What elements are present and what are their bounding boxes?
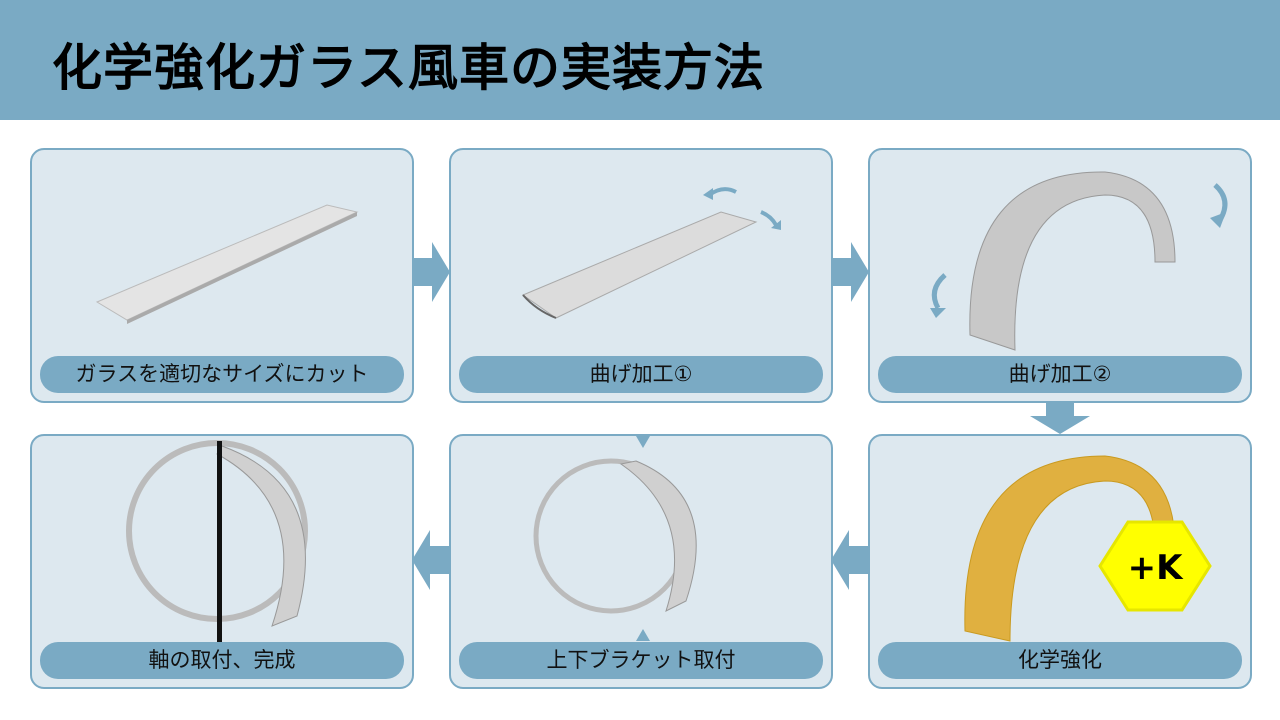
rotate-arrow-icon [931, 273, 947, 310]
step-attach-brackets: 上下ブラケット取付 [449, 434, 833, 689]
right-arrow-icon [831, 242, 869, 302]
step-chemical-strengthening: +K 化学強化 [868, 434, 1252, 689]
down-arrow-icon [1030, 402, 1090, 434]
right-arrow-icon [412, 242, 450, 302]
step-attach-shaft: 軸の取付、完成 [30, 434, 414, 689]
slightly-bent-glass-image [521, 187, 781, 319]
up-arrow-icon [636, 629, 650, 641]
step-cut-glass: ガラスを適切なサイズにカット [30, 148, 414, 403]
flat-glass-image [95, 204, 359, 324]
header-bar: 化学強化ガラス風車の実装方法 [0, 0, 1280, 120]
step-label: 化学強化 [878, 642, 1242, 679]
step-bend-2: 曲げ加工② [868, 148, 1252, 403]
left-arrow-icon [831, 530, 869, 590]
left-arrow-icon [412, 530, 450, 590]
page-title: 化学強化ガラス風車の実装方法 [52, 39, 765, 97]
step-label: ガラスを適切なサイズにカット [40, 356, 404, 393]
step-label: 上下ブラケット取付 [459, 642, 823, 679]
shaft [217, 441, 222, 646]
rotate-arrow-icon [707, 187, 737, 197]
hexagon-badge [1098, 520, 1212, 612]
step-label: 曲げ加工② [878, 356, 1242, 393]
gold-arch-image [964, 455, 1212, 642]
arched-glass-image [930, 171, 1228, 351]
step-label: 曲げ加工① [459, 356, 823, 393]
ring-assembly-image [533, 436, 697, 641]
potassium-badge-text: +K [1127, 548, 1183, 588]
step-label: 軸の取付、完成 [40, 642, 404, 679]
completed-turbine-image [126, 440, 308, 646]
step-bend-1: 曲げ加工① [449, 148, 833, 403]
rotate-arrow-icon [760, 210, 778, 227]
down-arrow-icon [636, 436, 650, 448]
